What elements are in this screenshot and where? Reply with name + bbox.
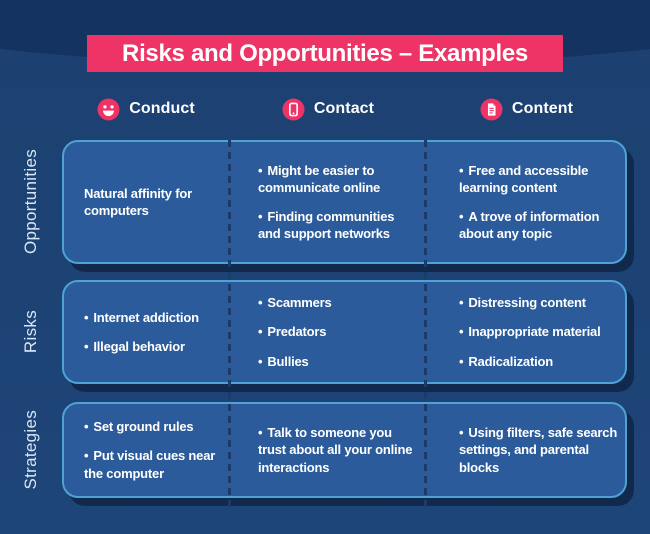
smiley-face-icon xyxy=(97,97,120,121)
bullet-item: •Free and accessible learning content xyxy=(459,162,619,196)
bullet-item: •Scammers xyxy=(258,294,418,311)
cell-strategies-conduct: •Set ground rules •Put visual cues near … xyxy=(64,404,230,496)
bullet-item: • Illegal behavior xyxy=(84,338,222,355)
bullet-item: •Distressing content xyxy=(459,294,619,311)
column-headers: Conduct Contact xyxy=(0,94,650,124)
row-label-strategies: Strategies xyxy=(4,402,58,498)
item-text: Scammers xyxy=(267,295,332,311)
item-text: Radicalization xyxy=(468,353,553,369)
column-divider-dashed xyxy=(228,140,231,508)
panel-opportunities: Natural affinity for computers •Might be… xyxy=(62,140,627,264)
bullet-item: •Inappropriate material xyxy=(459,323,619,340)
bullet-glyph: • xyxy=(258,353,263,369)
item-text: Put visual cues near the computer xyxy=(84,448,216,481)
row-label-text: Risks xyxy=(21,310,40,354)
bullet-glyph: • xyxy=(459,425,464,441)
bullet-glyph: • xyxy=(84,419,89,435)
item-text: Internet addiction xyxy=(93,309,199,325)
item-text: Free and accessible learning content xyxy=(459,162,589,195)
item-text: A trove of information about any topic xyxy=(459,209,600,242)
bullet-glyph: • xyxy=(459,324,464,340)
item-text: Talk to someone you trust about all your… xyxy=(258,425,413,475)
bullet-item: •A trove of information about any topic xyxy=(459,208,619,242)
column-header-label: Contact xyxy=(313,100,375,117)
bullet-glyph: • xyxy=(84,339,89,354)
bullet-glyph: • xyxy=(258,425,263,441)
bullet-glyph: • xyxy=(459,209,464,224)
bullet-item: •Set ground rules xyxy=(84,418,222,435)
cell-risks-contact: •Scammers •Predators •Bullies xyxy=(230,282,426,382)
cell-opportunities-contact: •Might be easier to communicate online •… xyxy=(230,142,426,262)
bullet-item: •Put visual cues near the computer xyxy=(84,447,222,481)
item-text: Finding communities and support networks xyxy=(258,209,395,242)
bullet-glyph: • xyxy=(459,295,464,311)
title-banner: Risks and Opportunities – Examples xyxy=(87,35,563,72)
document-icon xyxy=(480,97,503,121)
cell-risks-conduct: •Internet addiction •Illegal behavior xyxy=(64,282,230,382)
bullet-glyph: • xyxy=(459,162,464,178)
bullet-item: •Predators xyxy=(258,323,418,340)
bullet-item: •Bullies xyxy=(258,353,418,370)
column-header-content: Content xyxy=(426,94,627,124)
cell-opportunities-content: •Free and accessible learning content •A… xyxy=(426,142,625,262)
page-title: Risks and Opportunities – Examples xyxy=(122,39,528,67)
item-text: Illegal behavior xyxy=(93,339,185,354)
row-label-risks: Risks xyxy=(4,280,58,384)
bullet-item: •Might be easier to communicate online xyxy=(258,162,418,196)
row-label-opportunities: Opportunities xyxy=(4,140,58,264)
bullet-item: •Talk to someone you trust about all you… xyxy=(258,424,418,475)
bullet-item: •Finding communities and support network… xyxy=(258,208,418,242)
bullet-item: •Using filters, safe search settings, an… xyxy=(459,424,619,475)
column-header-label: Content xyxy=(511,100,574,117)
bullet-glyph: • xyxy=(258,162,263,178)
item-text: Might be easier to communicate online xyxy=(258,162,381,195)
bullet-glyph: • xyxy=(258,295,263,311)
item-text: Bullies xyxy=(267,353,309,369)
item-text: Predators xyxy=(267,324,327,340)
column-header-label: Conduct xyxy=(129,100,195,117)
row-label-text: Strategies xyxy=(21,410,40,490)
bullet-item: •Radicalization xyxy=(459,353,619,370)
cell-strategies-contact: •Talk to someone you trust about all you… xyxy=(230,404,426,496)
column-header-conduct: Conduct xyxy=(62,94,230,124)
item-text: Inappropriate material xyxy=(468,324,601,340)
panel-strategies: •Set ground rules •Put visual cues near … xyxy=(62,402,627,498)
column-header-contact: Contact xyxy=(230,94,426,124)
item-text: Distressing content xyxy=(468,295,586,311)
bullet-item: •Internet addiction xyxy=(84,309,222,326)
mobile-phone-icon xyxy=(282,97,305,121)
panel-risks: •Internet addiction •Illegal behavior •S… xyxy=(62,280,627,384)
bullet-glyph: • xyxy=(258,324,263,340)
bullet-glyph: • xyxy=(459,353,464,369)
column-divider-dashed xyxy=(424,140,427,508)
item-text: Natural affinity for computers xyxy=(84,185,192,218)
cell-risks-content: •Distressing content •Inappropriate mate… xyxy=(426,282,625,382)
item-text: Set ground rules xyxy=(93,419,194,435)
bullet-glyph: • xyxy=(258,209,263,224)
bullet-glyph: • xyxy=(84,309,89,325)
bullet-glyph: • xyxy=(84,448,89,464)
cell-strategies-content: •Using filters, safe search settings, an… xyxy=(426,404,625,496)
row-label-text: Opportunities xyxy=(21,149,40,255)
plain-item: Natural affinity for computers xyxy=(84,185,222,219)
cell-opportunities-conduct: Natural affinity for computers xyxy=(64,142,230,262)
item-text: Using filters, safe search settings, and… xyxy=(459,425,618,475)
